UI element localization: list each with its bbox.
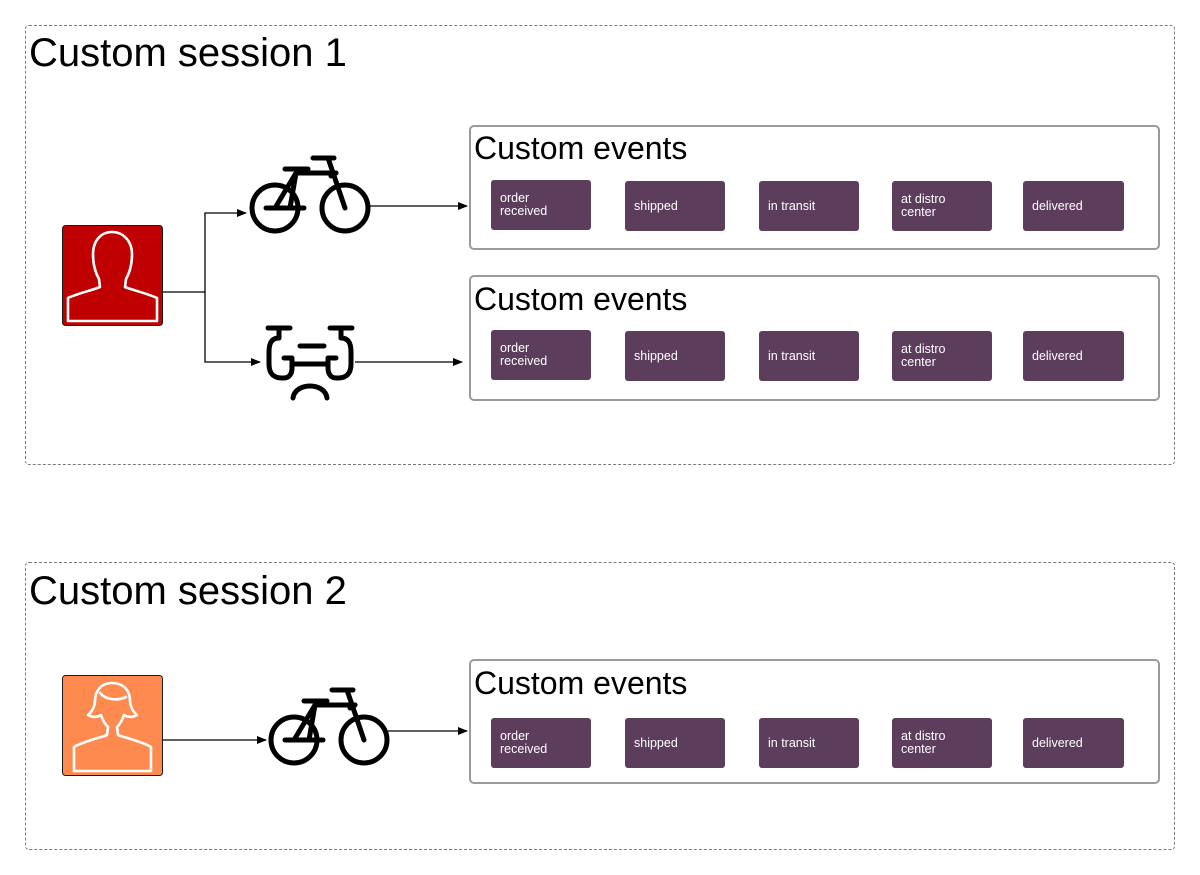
connector-user1-drone xyxy=(204,292,261,366)
event-delivered: delivered xyxy=(1023,718,1124,768)
event-at-distro-center: at distro center xyxy=(892,181,992,231)
bicycle-icon xyxy=(249,155,371,234)
drone-icon xyxy=(265,325,355,401)
event-shipped: shipped xyxy=(625,181,725,231)
event-delivered: delivered xyxy=(1023,181,1124,231)
event-shipped: shipped xyxy=(625,331,725,381)
male-user-icon xyxy=(62,225,163,326)
event-order-received: order received xyxy=(491,330,591,380)
session-2-container xyxy=(25,562,1175,850)
event-order-received: order received xyxy=(491,718,591,768)
bicycle-icon xyxy=(268,687,390,766)
event-at-distro-center: at distro center xyxy=(892,718,992,768)
events-title-s2-r1: Custom events xyxy=(474,665,688,701)
event-delivered: delivered xyxy=(1023,331,1124,381)
event-in-transit: in transit xyxy=(759,181,859,231)
connector-user1-branch xyxy=(163,209,247,293)
session-2-title: Custom session 2 xyxy=(29,569,347,613)
session-1-container xyxy=(25,25,1175,465)
event-shipped: shipped xyxy=(625,718,725,768)
events-title-s1-r2: Custom events xyxy=(474,281,688,317)
event-in-transit: in transit xyxy=(759,718,859,768)
female-user-icon xyxy=(62,675,163,776)
session-1-title: Custom session 1 xyxy=(29,31,347,75)
event-in-transit: in transit xyxy=(759,331,859,381)
event-at-distro-center: at distro center xyxy=(892,331,992,381)
events-title-s1-r1: Custom events xyxy=(474,130,688,166)
event-order-received: order received xyxy=(491,180,591,230)
